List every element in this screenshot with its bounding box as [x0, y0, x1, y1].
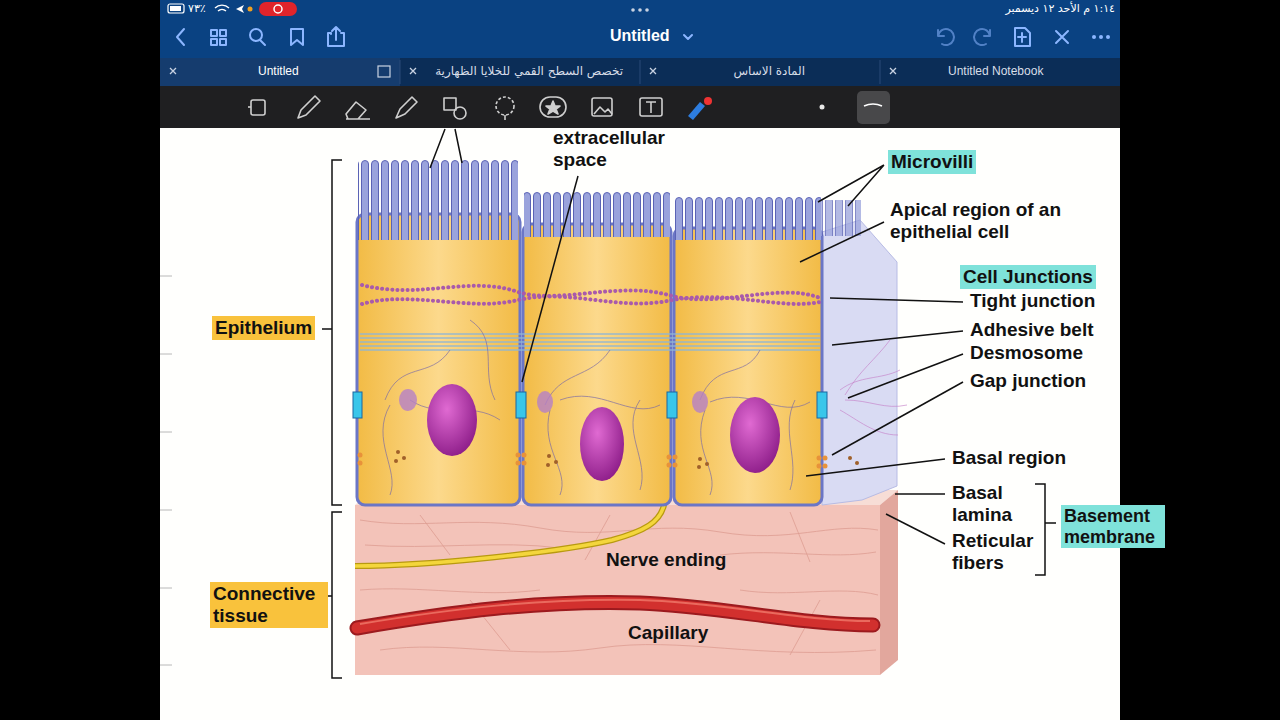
battery-icon — [168, 4, 184, 13]
toolbar — [160, 86, 1120, 128]
connective-tissue — [355, 505, 880, 675]
tab-bar — [160, 58, 1120, 86]
app-title: Untitled — [610, 27, 670, 45]
callout-label: Reticular fibers — [952, 530, 1047, 574]
microvilli — [358, 160, 518, 240]
multitask-dots — [631, 8, 649, 12]
selected-tool — [857, 91, 890, 124]
callout-label: Capillary — [628, 622, 708, 644]
adhesive-belt — [360, 334, 820, 350]
callout-label: Basal region — [952, 447, 1066, 469]
gap-junctions — [358, 453, 828, 469]
tab-split-icon — [378, 66, 390, 77]
active-tab — [160, 58, 400, 86]
epithelial-cell — [523, 224, 671, 505]
battery-percent: ٧٣٪ — [188, 3, 218, 16]
callout-label: Gap junction — [970, 370, 1086, 392]
tight-junction-strands — [362, 285, 820, 304]
cell-cut-face — [822, 220, 897, 505]
battery-level — [170, 6, 181, 11]
callout-label: Microvilli — [888, 150, 976, 174]
nucleus — [580, 407, 624, 481]
laser-dot — [704, 97, 712, 105]
record-icon — [274, 5, 282, 13]
region-label: Connective tissue — [210, 582, 328, 628]
status-clock: ١:١٤ م الأحد ١٢ ديسمبر — [985, 3, 1115, 16]
tab-separators — [400, 60, 880, 84]
epithelial-cell — [674, 228, 822, 505]
microvilli — [675, 197, 821, 240]
nucleus — [730, 397, 780, 473]
capillary-highlight — [360, 600, 870, 624]
microvilli — [524, 192, 670, 237]
callout-label: Apical region of an epithelial cell — [890, 199, 1065, 243]
laser-icon — [688, 102, 705, 120]
reticular-fibers — [360, 512, 878, 655]
app-bar — [160, 0, 1120, 58]
margin-ticks — [160, 276, 172, 665]
callout-label: extracellular space — [553, 127, 683, 171]
callout-label: Basal lamina — [952, 482, 1032, 526]
group-heading: Cell Junctions — [960, 265, 1096, 289]
page — [160, 128, 1120, 720]
microvilli — [821, 200, 861, 236]
tab-title: Untitled — [258, 65, 299, 79]
wifi-icon — [215, 5, 229, 11]
callout-label: Nerve ending — [606, 549, 726, 571]
callout-label: Adhesive belt — [970, 319, 1094, 341]
tab-title: المادة الاساس — [705, 65, 805, 79]
region-label: Epithelium — [212, 316, 315, 340]
epithelial-cell — [357, 214, 520, 505]
desmosomes — [353, 389, 827, 418]
basal-granules — [394, 450, 859, 469]
tab-title: Untitled Notebook — [948, 65, 1043, 79]
nucleus — [427, 384, 477, 456]
status-dot — [248, 7, 253, 12]
size-dot — [820, 105, 825, 110]
connective-side — [880, 490, 898, 675]
callout-label: Tight junction — [970, 290, 1095, 312]
intermediate-filaments — [383, 320, 810, 495]
stroke-sample — [864, 104, 882, 106]
toolbar-icons — [248, 96, 662, 120]
tab-title: تخصص السطح القمي للخلايا الظهارية — [418, 65, 623, 79]
record-pill — [259, 2, 297, 16]
group-heading: Basement membrane — [1061, 505, 1165, 548]
app-bar-icons — [177, 27, 1068, 46]
callout-label: Desmosome — [970, 342, 1083, 364]
airplane-icon — [236, 5, 244, 13]
more-icon — [1092, 35, 1110, 39]
